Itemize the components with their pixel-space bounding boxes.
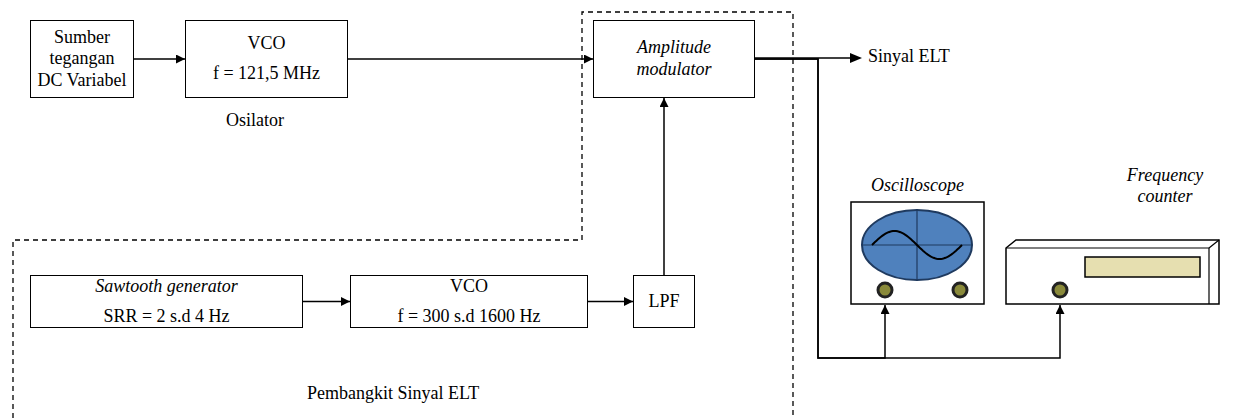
voltage-source-box: Sumber tegangan DC Variabel: [30, 20, 134, 98]
instrument-title: Frequency counter: [1105, 165, 1225, 206]
signal-connector: [134, 58, 185, 60]
instrument-title: Oscilloscope: [850, 175, 985, 196]
signal-connector: [755, 59, 1060, 358]
box-text: Sawtooth generator: [95, 276, 238, 298]
box-text: f = 300 s.d 1600 Hz: [397, 306, 540, 328]
signal-connector: [303, 301, 350, 303]
signal-connector: [348, 58, 593, 60]
group-label: Osilator: [224, 110, 286, 131]
modulator-box: Amplitude modulator: [593, 20, 755, 98]
box-text: Amplitude modulator: [599, 37, 749, 80]
sawtooth-box: Sawtooth generatorSRR = 2 s.d 4 Hz: [30, 275, 303, 328]
oscilloscope: Oscilloscope: [850, 175, 985, 305]
signal-connector: [588, 301, 633, 303]
dashed-boundary: [13, 12, 793, 418]
box-text: VCO: [450, 276, 488, 298]
signal-connector: [663, 98, 665, 275]
signal-label: Sinyal ELT: [866, 46, 952, 67]
vco-box: VCO f = 121,5 MHz: [185, 20, 348, 98]
box-text: Sumber tegangan DC Variabel: [36, 27, 128, 92]
group-label: Pembangkit Sinyal ELT: [305, 383, 481, 404]
box-text: VCO: [247, 33, 285, 55]
box-text: f = 121,5 MHz: [213, 63, 320, 85]
vco-box: VCO f = 300 s.d 1600 Hz: [350, 275, 588, 328]
box-text: SRR = 2 s.d 4 Hz: [103, 306, 229, 328]
box-text: LPF: [648, 291, 679, 313]
frequency-counter: Frequency counter: [1005, 165, 1220, 305]
lpf-box: LPF: [633, 275, 695, 328]
output-arrowhead: [850, 53, 862, 63]
